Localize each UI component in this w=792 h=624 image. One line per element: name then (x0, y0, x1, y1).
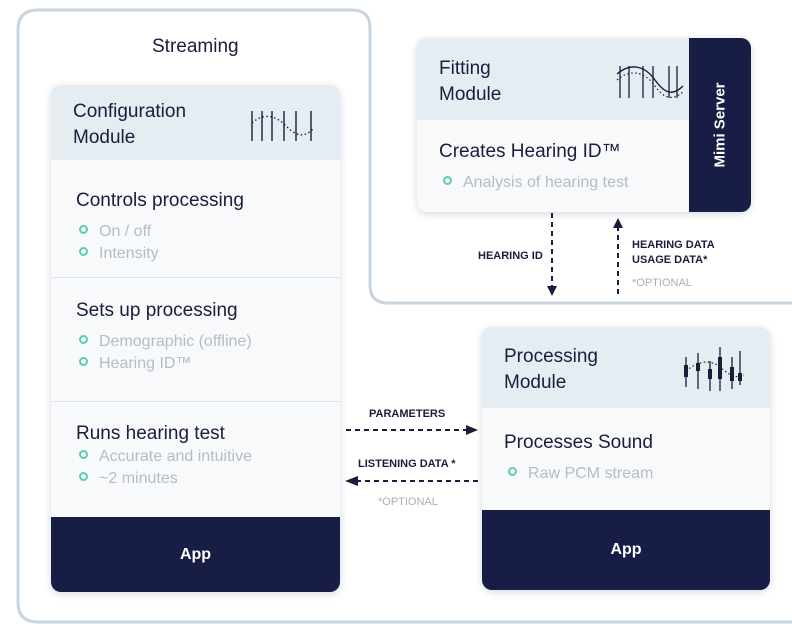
list-item: Hearing ID™ (79, 355, 191, 373)
bullet-dot-icon (443, 176, 452, 185)
hearing-curve-icon (616, 66, 684, 98)
configuration-app-footer: App (51, 517, 340, 592)
configuration-module-card: Configuration Module Controls processing… (51, 85, 340, 592)
list-item: Intensity (79, 245, 159, 263)
hearing-id-label: HEARING ID (478, 250, 543, 262)
optional-note-bottom: *OPTIONAL (378, 496, 438, 508)
list-item: On / off (79, 223, 151, 241)
runs-hearing-test-heading: Runs hearing test (76, 423, 225, 444)
processing-app-footer: App (482, 510, 770, 590)
arrowhead-right-icon (466, 425, 478, 435)
section-divider (51, 401, 340, 402)
list-item: Accurate and intuitive (79, 448, 252, 466)
waveform-icon (251, 111, 314, 141)
usage-data-label: USAGE DATA* (632, 254, 708, 266)
listening-data-label: LISTENING DATA * (358, 458, 456, 470)
processes-sound-heading: Processes Sound (504, 432, 653, 453)
bullet-dot-icon (508, 467, 517, 476)
fitting-module-card: Fitting Module Creates Hearing ID™ Analy… (417, 38, 751, 212)
mimi-server-panel (689, 38, 751, 212)
sets-up-processing-heading: Sets up processing (76, 300, 238, 321)
processing-module-title-line2: Module (504, 372, 567, 393)
bullet-dot-icon (79, 247, 88, 256)
list-item: Demographic (offline) (79, 333, 252, 351)
equalizer-icon (684, 347, 745, 391)
streaming-title: Streaming (152, 36, 239, 57)
bullet-dot-icon (79, 357, 88, 366)
creates-hearing-id-heading: Creates Hearing ID™ (439, 141, 621, 162)
list-item: Analysis of hearing test (443, 174, 628, 192)
optional-note-top: *OPTIONAL (632, 277, 692, 289)
list-item: ~2 minutes (79, 470, 178, 488)
configuration-module-title-line2: Module (73, 127, 136, 148)
fitting-module-title-line1: Fitting (439, 58, 491, 79)
list-item: Raw PCM stream (508, 465, 653, 483)
section-divider (51, 277, 340, 278)
bullet-dot-icon (79, 335, 88, 344)
parameters-label: PARAMETERS (369, 408, 446, 420)
fitting-module-title-line2: Module (439, 84, 502, 105)
bullet-dot-icon (79, 225, 88, 234)
processing-module-card: Processing Module Processes Sound Raw PC… (482, 327, 770, 590)
arrowhead-up-icon (613, 218, 623, 228)
configuration-module-header (51, 85, 340, 160)
processing-module-title-line1: Processing (504, 346, 598, 367)
controls-processing-heading: Controls processing (76, 190, 244, 211)
arrowhead-left-icon (345, 476, 358, 486)
configuration-module-title-line1: Configuration (73, 101, 187, 122)
hearing-data-label: HEARING DATA (632, 239, 715, 251)
arrowhead-down-icon (547, 286, 557, 296)
bullet-dot-icon (79, 450, 88, 459)
bullet-dot-icon (79, 472, 88, 481)
